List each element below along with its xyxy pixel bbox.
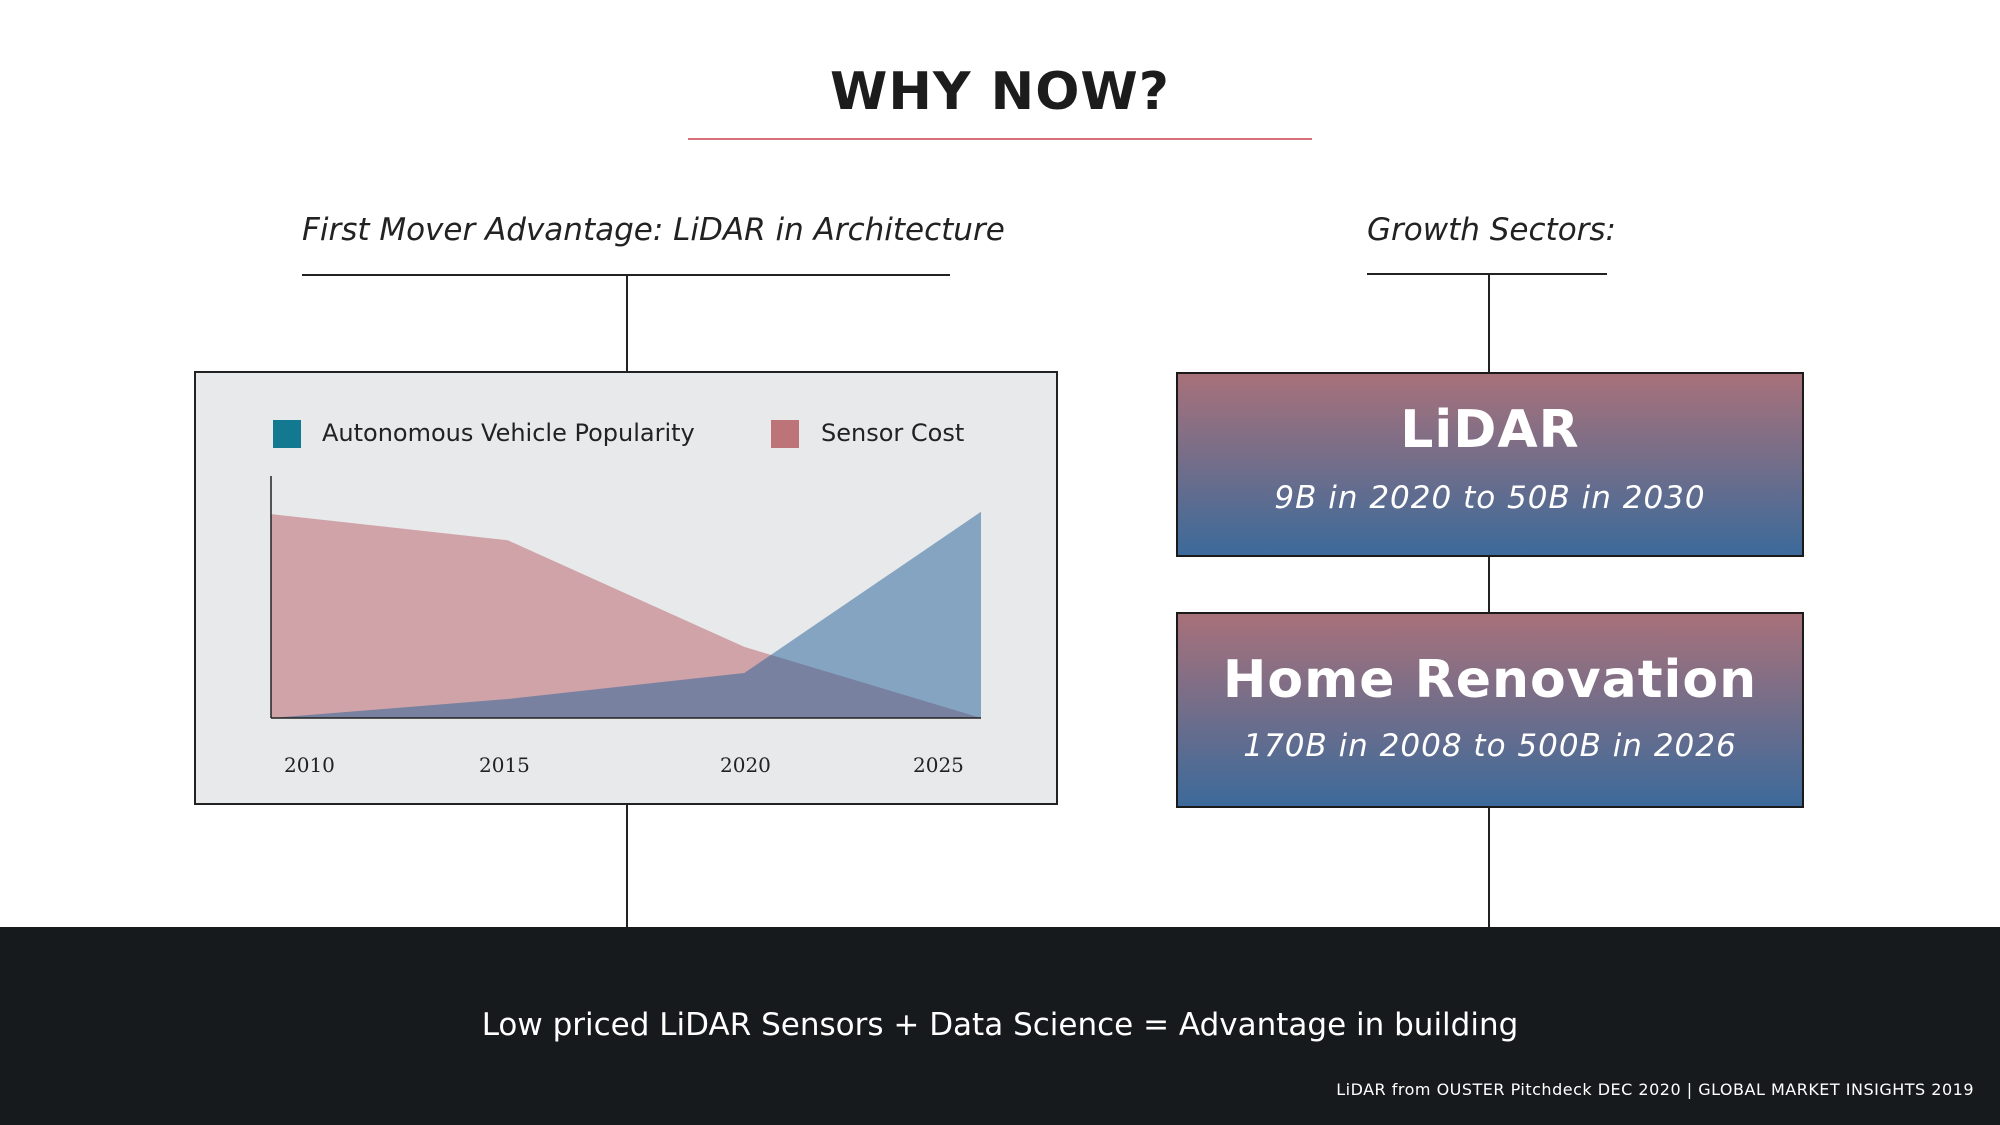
- right-heading-underline: [1367, 273, 1607, 275]
- left-connector-bottom: [626, 805, 628, 927]
- left-heading-underline: [302, 274, 950, 276]
- x-tick-label: 2010: [284, 753, 335, 777]
- x-tick-label: 2025: [913, 753, 964, 777]
- left-section-heading: First Mover Advantage: LiDAR in Architec…: [302, 212, 1005, 248]
- sector-card-lidar: LiDAR 9B in 2020 to 50B in 2030: [1176, 372, 1804, 557]
- x-tick-label: 2020: [720, 753, 771, 777]
- right-connector-top: [1488, 275, 1490, 373]
- legend-label-sensor-cost: Sensor Cost: [821, 419, 965, 447]
- source-citation: LiDAR from OUSTER Pitchdeck DEC 2020 | G…: [1336, 1080, 1974, 1099]
- legend-swatch-sensor-cost: [771, 420, 799, 448]
- right-connector-bottom: [1488, 808, 1490, 927]
- sector-detail: 9B in 2020 to 50B in 2030: [1274, 480, 1706, 516]
- chart-panel: Autonomous Vehicle Popularity Sensor Cos…: [194, 371, 1058, 805]
- x-tick-label: 2015: [479, 753, 530, 777]
- sector-name: Home Renovation: [1222, 650, 1758, 710]
- sector-card-home-renovation: Home Renovation 170B in 2008 to 500B in …: [1176, 612, 1804, 808]
- right-section-heading: Growth Sectors:: [1367, 212, 1616, 248]
- footer-tagline: Low priced LiDAR Sensors + Data Science …: [481, 1007, 1519, 1043]
- title-underline: [688, 138, 1312, 140]
- left-connector-top: [626, 276, 628, 371]
- series-area-autonomous-vehicle-popularity: [271, 511, 981, 718]
- legend-swatch-autonomous: [273, 420, 301, 448]
- area-chart: [270, 476, 981, 719]
- sector-name: LiDAR: [1400, 400, 1580, 460]
- page-title: WHY NOW?: [830, 62, 1170, 122]
- right-connector-middle: [1488, 556, 1490, 613]
- footer-bar: [0, 927, 2000, 1125]
- legend-label-autonomous: Autonomous Vehicle Popularity: [322, 419, 695, 447]
- sector-detail: 170B in 2008 to 500B in 2026: [1243, 728, 1737, 764]
